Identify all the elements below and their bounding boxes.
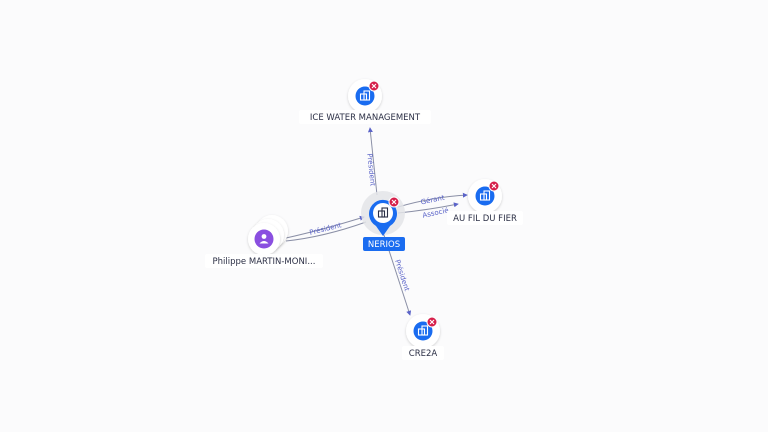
closed-badge-icon xyxy=(388,196,400,208)
node-au-fil-du-fier[interactable]: AU FIL DU FIER xyxy=(447,179,523,225)
node-label: ICE WATER MANAGEMENT xyxy=(310,113,421,123)
edge-philippe-center[interactable]: Président xyxy=(285,215,367,242)
edge-label: Président xyxy=(365,153,376,187)
edge-label: Président xyxy=(393,259,411,293)
node-nerios[interactable]: NERIOS xyxy=(361,191,405,251)
node-label: Philippe MARTIN-MONI... xyxy=(213,257,316,267)
edge-label: Gérant xyxy=(420,194,445,207)
closed-badge-icon xyxy=(488,180,500,192)
center-label: NERIOS xyxy=(368,240,400,250)
node-ice-water-management[interactable]: ICE WATER MANAGEMENT xyxy=(299,79,431,124)
node-cre2a[interactable]: CRE2A xyxy=(402,314,444,360)
building-icon xyxy=(377,207,389,218)
node-label: AU FIL DU FIER xyxy=(453,214,517,224)
edge-center-ice[interactable]: Président xyxy=(365,127,378,196)
building-icon xyxy=(479,190,491,201)
closed-badge-icon xyxy=(368,80,380,92)
node-label: CRE2A xyxy=(409,349,438,359)
closed-badge-icon xyxy=(426,316,438,328)
node-philippe-martin-moni[interactable]: Philippe MARTIN-MONI... xyxy=(205,215,323,268)
edge-center-fier-gerant[interactable]: Gérant xyxy=(397,192,468,208)
building-icon xyxy=(417,325,429,336)
person-icon xyxy=(259,234,269,244)
building-icon xyxy=(359,90,371,101)
edge-label: Associé xyxy=(422,206,450,219)
